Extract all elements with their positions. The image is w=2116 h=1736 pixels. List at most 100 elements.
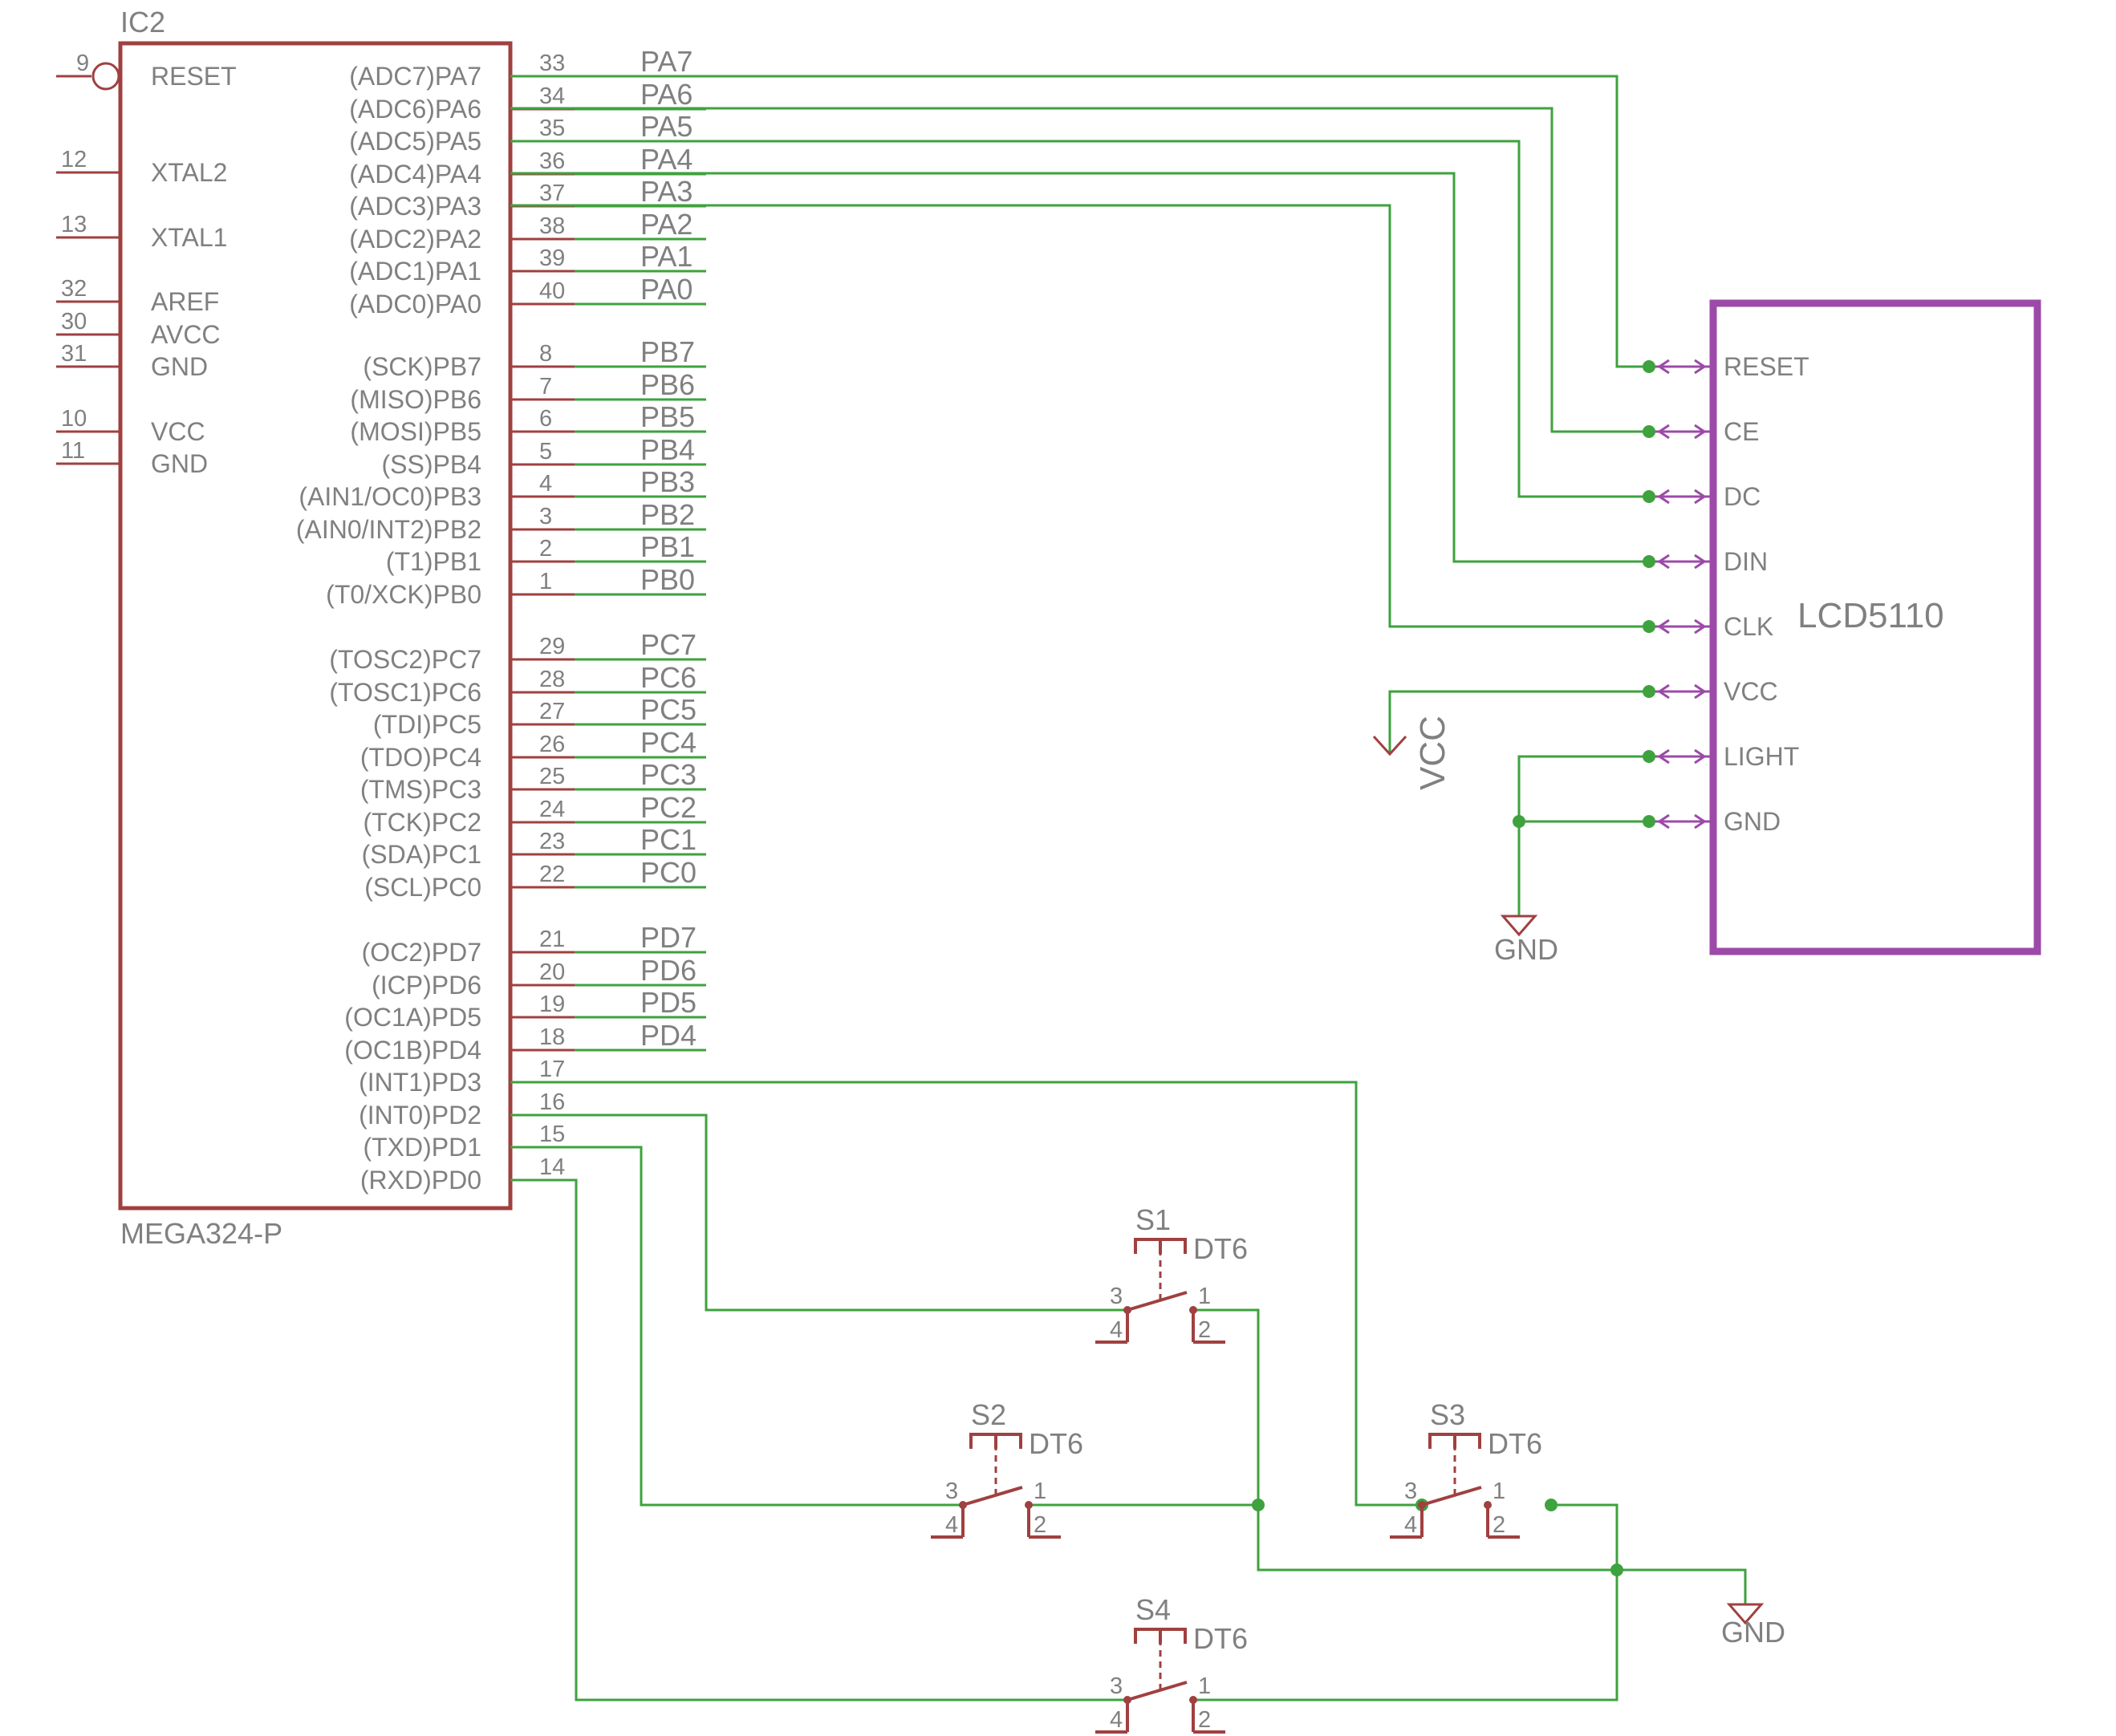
pin-name: (MISO)PB6 [350, 385, 481, 414]
wire-pa3-clk [510, 204, 1649, 628]
arrow-left-icon [1657, 424, 1670, 440]
net-label: PB1 [640, 530, 695, 563]
pin-number: 20 [539, 959, 565, 985]
ic-part-name: MEGA324-P [120, 1217, 282, 1250]
lcd-pin-name: CLK [1724, 612, 1773, 641]
net-label: PC4 [640, 726, 697, 759]
ic-pin-avcc: 30 AVCC [56, 309, 221, 349]
ic-pin-xtal2: 12 XTAL2 [56, 147, 227, 187]
pin-number: 10 [61, 406, 87, 432]
pin-number: 34 [539, 83, 565, 109]
pin-name: XTAL2 [151, 158, 227, 187]
gnd-triangle [1726, 1603, 1765, 1625]
pin-number: 40 [539, 278, 565, 304]
net-label: PA4 [640, 143, 692, 176]
pin-number: 30 [61, 309, 87, 335]
pin-number: 28 [539, 667, 565, 692]
ic-ref: IC2 [120, 6, 165, 39]
switch-pin-number: 2 [1493, 1512, 1505, 1538]
arrow-left-icon [1657, 359, 1670, 375]
net-label: PA1 [640, 240, 692, 273]
pin-number: 8 [539, 341, 552, 367]
pin-name: (INT0)PD2 [359, 1101, 481, 1130]
pin-number: 1 [539, 569, 552, 594]
switch-pin-number: 1 [1493, 1478, 1505, 1504]
pin-name: (SCL)PC0 [364, 873, 481, 902]
pin-name: (ADC7)PA7 [349, 62, 481, 91]
switch-pin-number: 4 [1110, 1317, 1123, 1343]
net-label: PC7 [640, 628, 697, 661]
lcd-pin-vcc: VCC [1643, 677, 1778, 706]
net-label: PD7 [640, 921, 697, 954]
switch-value: DT6 [1029, 1427, 1083, 1460]
pin-number: 31 [61, 341, 87, 367]
pin-number: 37 [539, 180, 565, 206]
switch-lever [1421, 1486, 1482, 1507]
pin-name: (ADC2)PA2 [349, 225, 481, 254]
arrow-left-icon [1657, 683, 1670, 700]
gnd-symbol-lcd: GND [1494, 915, 1558, 966]
lcd-pin-dc: DC [1643, 482, 1761, 511]
arrow-right-icon [1694, 424, 1707, 440]
pin-name: (OC1A)PD5 [344, 1003, 481, 1032]
lcd-body [1709, 299, 2041, 955]
gnd-label: GND [1494, 933, 1558, 966]
switch-pin-number: 2 [1198, 1317, 1211, 1343]
net-label: PA6 [640, 78, 692, 111]
pin-number: 17 [539, 1057, 565, 1082]
net-label: PB0 [640, 563, 695, 596]
switch-pin-number: 1 [1198, 1284, 1211, 1309]
pin-name: RESET [151, 62, 237, 91]
pin-number: 13 [61, 212, 87, 237]
pin-name: (SS)PB4 [382, 450, 481, 479]
pin-name: (OC2)PD7 [362, 938, 481, 967]
switch-pin-number: 2 [1198, 1707, 1211, 1733]
pin-number: 15 [539, 1122, 565, 1147]
junction-dot [1545, 1499, 1558, 1511]
ic-pin-pd17: 17(INT1)PD3 [359, 1057, 575, 1097]
junction-dot [1252, 1499, 1265, 1511]
wire-vcc [1388, 690, 1649, 754]
switch-ref: S4 [1135, 1593, 1171, 1626]
contact-dot [1025, 1501, 1033, 1509]
switch-ref: S2 [971, 1398, 1006, 1431]
gnd-symbol-switches: GND [1721, 1603, 1785, 1649]
gnd-triangle [1500, 915, 1538, 937]
pin-name: (TDO)PC4 [360, 743, 481, 772]
pin-name: (TDI)PC5 [373, 710, 481, 739]
pin-number: 2 [539, 536, 552, 562]
pin-name: (ADC5)PA5 [349, 127, 481, 156]
junction-dot [1610, 1564, 1623, 1576]
contact-dot [1189, 1696, 1197, 1704]
ic-pin-pd14: 14(RXD)PD0 [360, 1154, 575, 1195]
arrow-left-icon [1657, 619, 1670, 635]
lcd-pin-din: DIN [1643, 547, 1768, 576]
switch-lever [1127, 1291, 1188, 1312]
net-label: PC1 [640, 823, 697, 856]
switch-value: DT6 [1488, 1427, 1542, 1460]
pin-number: 19 [539, 992, 565, 1017]
pin-name: VCC [151, 417, 205, 446]
wire-pa6-ce [510, 107, 1649, 433]
vcc-label: VCC [1413, 716, 1452, 790]
contact-dot [1484, 1501, 1492, 1509]
wires-lcd [510, 75, 1649, 916]
lcd-pin-gnd: GND [1643, 807, 1781, 836]
lcd-pin-clk: CLK [1643, 612, 1773, 641]
net-label: PA0 [640, 273, 692, 306]
